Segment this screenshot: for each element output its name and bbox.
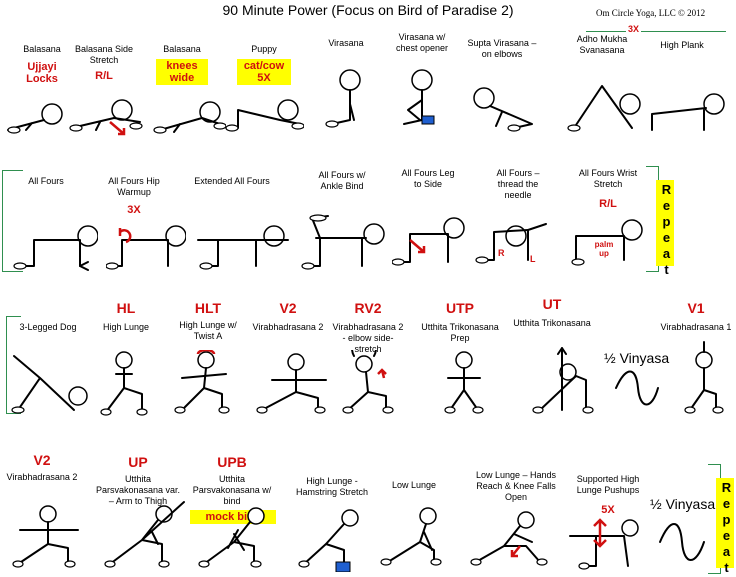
pose-high-plank: High Plank <box>660 40 704 50</box>
pose-low-lunge-reach: Low Lunge – Hands Reach & Knee Falls Ope… <box>475 470 557 502</box>
figure-virasana-chest-opener <box>394 64 444 134</box>
row2-repeat-label: Repeat <box>656 180 674 278</box>
pose-virabhadrasana-2-row4: V2 Virabhadrasana 2 <box>6 452 78 482</box>
pose-all-fours: All Fours <box>28 176 64 186</box>
figure-supported-high-lunge-pushups <box>566 516 656 574</box>
pose-reverse-virabhadrasana-2: RV2 Virabhadrasana 2 - elbow side-stretc… <box>332 300 404 354</box>
figure-all-fours-ankle-bind <box>298 210 388 272</box>
figure-balasana-knees-wide <box>150 92 226 138</box>
figure-utthita-trikonasana-prep <box>440 350 490 416</box>
figure-half-vinyasa-wave-row4 <box>656 518 708 568</box>
figure-virabhadrasana-2-row4 <box>8 504 88 570</box>
pose-all-fours-thread-needle: All Fours – thread the needle <box>496 168 540 200</box>
row4-repeat-label: Repeat <box>716 478 734 576</box>
row3-left-bracket <box>6 316 21 414</box>
pose-high-lunge-hamstring: High Lunge - Hamstring Stretch <box>295 476 369 497</box>
figure-puppy <box>224 90 304 136</box>
figure-balasana <box>4 92 70 138</box>
pose-all-fours-leg-to-side: All Fours Leg to Side <box>401 168 455 189</box>
pose-extended-all-fours: Extended All Fours <box>194 176 270 186</box>
pose-virabhadrasana-2: V2 Virabhadrasana 2 <box>252 300 324 332</box>
figure-reverse-virabhadrasana-2 <box>340 350 410 416</box>
figure-all-fours-hip-warmup <box>106 218 186 274</box>
figure-utthita-parsvakonasana-bind <box>194 504 278 570</box>
pose-3-legged-dog: 3-Legged Dog <box>19 322 77 332</box>
figure-high-lunge <box>98 350 158 416</box>
figure-3-legged-dog <box>8 346 88 416</box>
repeat-3x-line <box>586 31 726 32</box>
pose-all-fours-ankle-bind: All Fours w/ Ankle Bind <box>318 170 366 191</box>
pose-utthita-trikonasana: UT Utthita Trikonasana <box>513 296 591 328</box>
pose-supported-high-lunge-pushups: Supported High Lunge Pushups 5X <box>576 474 640 516</box>
pose-high-lunge: HL High Lunge <box>102 300 150 332</box>
pose-adho-mukha-svanasana: Adho Mukha Svanasana <box>576 34 628 55</box>
pose-virabhadrasana-1: V1 Virabhadrasana 1 <box>660 300 732 332</box>
figure-all-fours-wrist-stretch: palm up <box>566 214 650 270</box>
pose-supta-virasana: Supta Virasana – on elbows <box>467 38 537 59</box>
figure-virasana <box>320 64 370 134</box>
figure-high-lunge-twist <box>172 350 238 416</box>
copyright: Om Circle Yoga, LLC © 2012 <box>596 8 706 18</box>
page-title: 90 Minute Power (Focus on Bird of Paradi… <box>222 2 514 18</box>
repeat-3x-label: 3X <box>626 24 642 34</box>
figure-extended-all-fours <box>190 218 290 274</box>
pose-low-lunge: Low Lunge <box>391 480 437 490</box>
pose-virasana: Virasana <box>328 38 364 48</box>
pose-puppy: Puppy cat/cow 5X <box>222 44 306 86</box>
figure-utthita-parsvakonasana-arm <box>100 496 186 570</box>
figure-high-plank <box>646 90 726 136</box>
pose-all-fours-wrist-stretch: All Fours Wrist Stretch R/L <box>578 168 638 210</box>
figure-all-fours <box>8 218 98 274</box>
figure-half-vinyasa-wave-row3 <box>612 366 662 410</box>
pose-high-lunge-twist: HLT High Lunge w/ Twist A <box>179 300 237 341</box>
figure-utthita-trikonasana <box>526 344 606 416</box>
pose-balasana-knees-wide: Balasana knees wide <box>140 44 224 86</box>
pose-balasana: Balasana Ujjayi Locks <box>23 44 61 85</box>
pose-all-fours-hip-warmup: All Fours Hip Warmup 3X <box>108 176 160 216</box>
pose-balasana-side-stretch: Balasana Side Stretch R/L <box>74 44 134 82</box>
figure-virabhadrasana-2 <box>254 352 334 416</box>
figure-all-fours-thread-needle: R L <box>474 214 558 274</box>
pose-virasana-chest-opener: Virasana w/ chest opener <box>395 32 449 53</box>
figure-low-lunge <box>378 506 458 568</box>
row4-half-vinyasa-label: ½ Vinyasa <box>650 496 716 512</box>
figure-adho-mukha-svanasana <box>566 74 646 134</box>
figure-low-lunge-reach <box>470 506 560 570</box>
row3-half-vinyasa-label: ½ Vinyasa <box>604 350 670 366</box>
figure-high-lunge-hamstring <box>296 508 376 572</box>
figure-virabhadrasana-1 <box>680 340 730 416</box>
figure-supta-virasana <box>466 80 542 136</box>
row2-left-bracket <box>2 170 23 272</box>
figure-all-fours-leg-to-side <box>392 212 472 272</box>
pose-utthita-trikonasana-prep: UTP Utthita Trikonasana Prep <box>421 300 499 343</box>
pose-utthita-parsvakonasana-arm: UP Utthita Parsvakonasana var. – Arm to … <box>95 454 181 506</box>
figure-balasana-side-stretch <box>66 92 146 142</box>
